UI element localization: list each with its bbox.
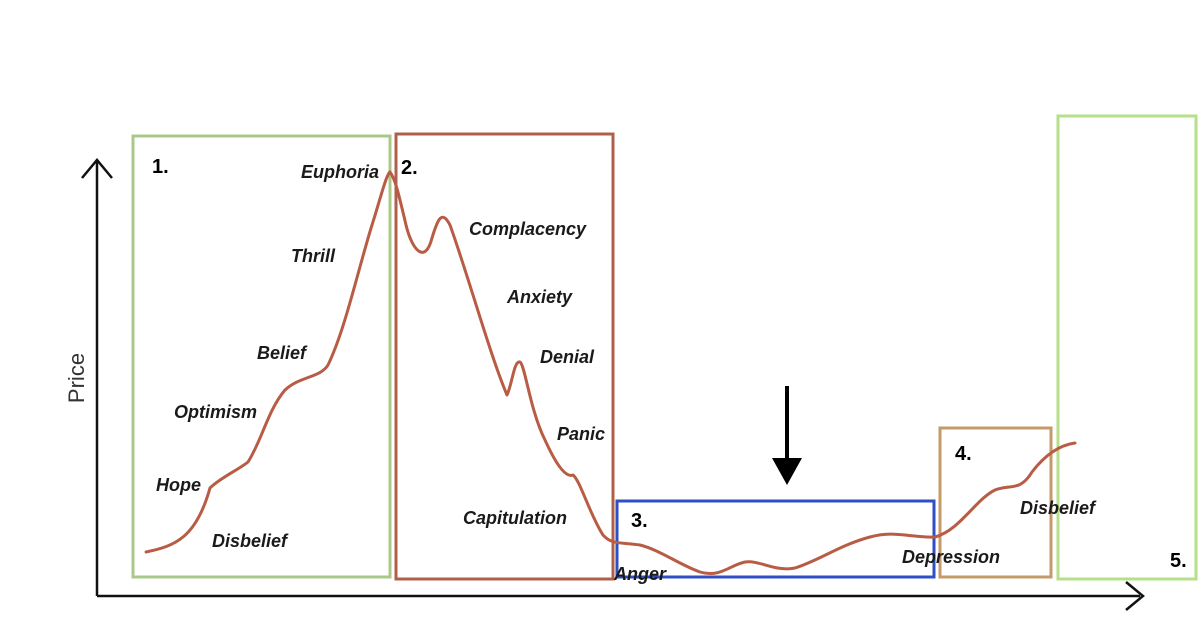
emotion-anxiety: Anxiety [506,287,573,307]
phase-3-box [615,499,936,579]
emotion-disbelief-end: Disbelief [1020,498,1097,518]
phase-1-box [131,134,392,579]
price-curve [144,170,1077,575]
emotion-complacency: Complacency [469,219,587,239]
emotion-optimism: Optimism [174,402,257,422]
down-arrow-icon [772,386,802,485]
y-axis-title: Price [64,353,89,403]
emotion-euphoria: Euphoria [301,162,379,182]
phase-2-label: 2. [401,157,418,179]
y-axis-arrowhead-icon [81,158,113,179]
phase-3-label: 3. [631,510,648,532]
emotion-depression: Depression [902,547,1000,567]
emotion-capitulation: Capitulation [463,508,567,528]
phase-4-label: 4. [955,443,972,465]
phase-4-box [938,426,1053,579]
emotion-belief: Belief [257,343,308,363]
phase-boxes [131,114,1198,581]
axes: Price [64,158,1145,611]
x-axis-arrowhead-icon [1125,581,1145,611]
emotion-disbelief-start: Disbelief [212,531,289,551]
emotion-thrill: Thrill [291,246,336,266]
phase-labels: 1. 2. 3. 4. 5. [152,156,1187,572]
emotion-hope: Hope [156,475,201,495]
emotion-labels: Disbelief Hope Optimism Belief Thrill Eu… [156,162,1097,584]
phase-5-label: 5. [1170,550,1187,572]
phase-5-box [1056,114,1198,581]
emotion-denial: Denial [540,347,595,367]
phase-2-box [394,132,615,581]
emotion-anger: Anger [613,564,667,584]
phase-1-label: 1. [152,156,169,178]
emotion-panic: Panic [557,424,605,444]
